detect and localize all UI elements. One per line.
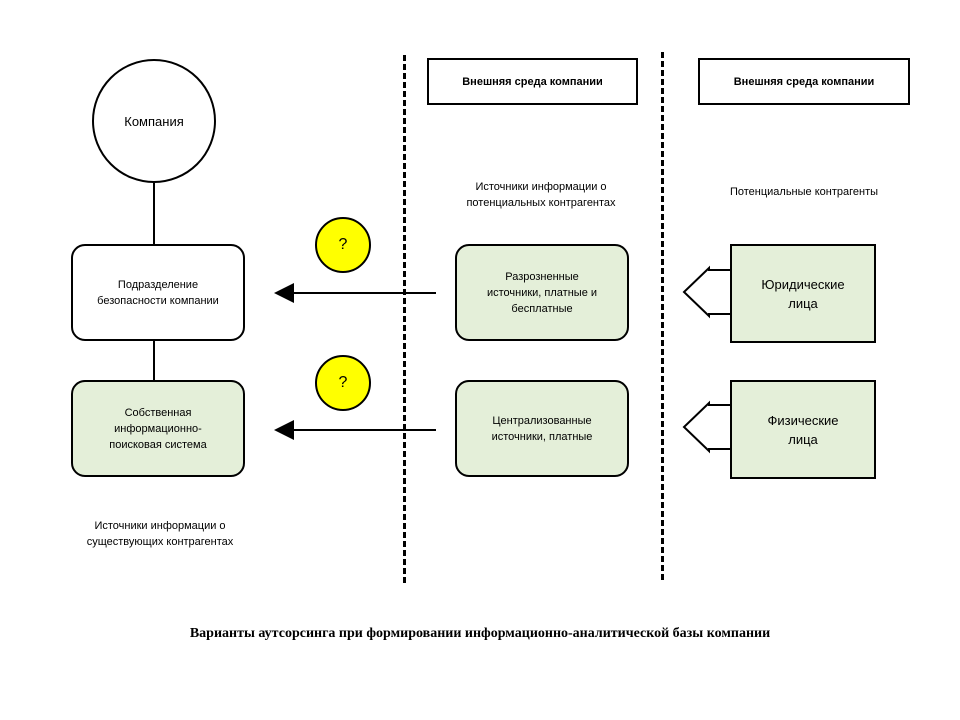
security-unit-node: Подразделение безопасности компании [71,244,245,341]
own-system-node: Собственная информационно-поисковая сист… [71,380,245,477]
connector-security-system [153,341,155,381]
existing-sources-label: Источники информации о существующих конт… [86,520,234,548]
block-arrow-individuals [682,400,733,454]
legal-entities-label: Юридические лица [761,276,845,311]
dashed-separator-1 [403,55,406,583]
figure-caption: Варианты аутсорсинга при формировании ин… [189,626,771,641]
env-header-right: Внешняя среда компании [698,58,910,105]
centralized-sources-label: Централизованные источники, платные [491,414,593,443]
potential-sources-label: Источники информации о потенциальных кон… [466,181,616,209]
individuals-label: Физические лица [767,412,839,447]
connector-company-security [153,183,155,245]
dashed-separator-2 [661,52,664,580]
potential-partners-label: Потенциальные контрагенты [729,186,879,198]
scattered-sources-label: Разрозненные источники, платные и беспла… [486,270,598,315]
individuals-node: Физические лица [730,380,876,479]
company-node: Компания [92,59,216,183]
security-unit-label: Подразделение безопасности компании [97,278,219,307]
scattered-sources-node: Разрозненные источники, платные и беспла… [455,244,629,341]
company-label: Компания [124,113,184,129]
legal-entities-node: Юридические лица [730,244,876,343]
block-arrow-legal [682,265,733,319]
env-header-middle: Внешняя среда компании [427,58,638,105]
own-system-label: Собственная информационно-поисковая сист… [109,406,207,451]
question-mark-1: ? [315,217,371,273]
centralized-sources-node: Централизованные источники, платные [455,380,629,477]
question-mark-2: ? [315,355,371,411]
